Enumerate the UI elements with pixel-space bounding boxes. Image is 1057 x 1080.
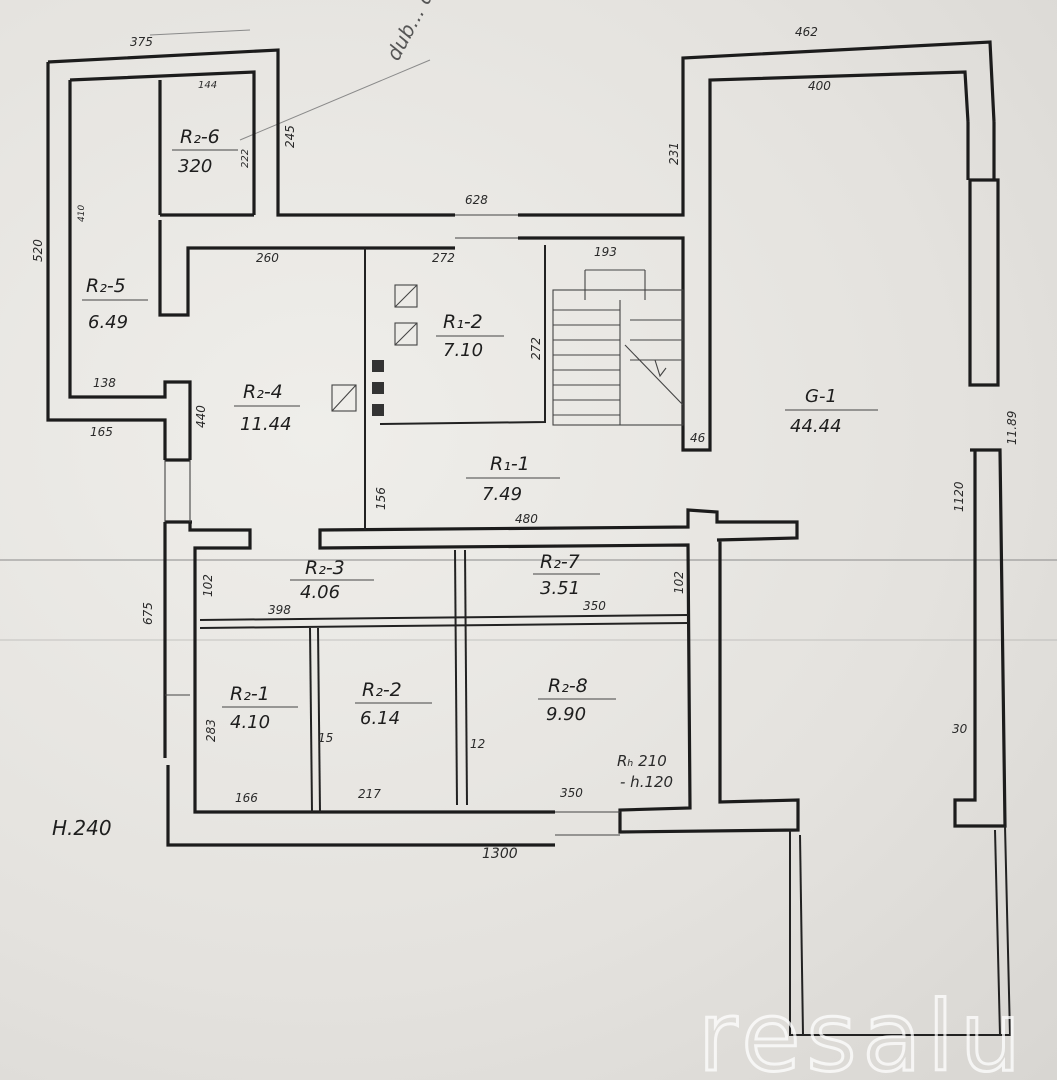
- room-code: R₂-2: [362, 679, 402, 701]
- watermark-logo: resalu: [698, 981, 1027, 1080]
- room-label-r2-5: R₂-5 6.49: [82, 275, 148, 333]
- room-code: R₁-1: [490, 453, 530, 475]
- room-label-r2-3: R₂-3 4.06: [290, 557, 374, 603]
- room-area: 6.49: [88, 312, 128, 333]
- staircase: [552, 269, 684, 426]
- room-area: 7.10: [443, 340, 483, 361]
- dim-12: 12: [470, 737, 485, 751]
- rh-label: Rₕ 210: [617, 752, 667, 770]
- dim-1300: 1300: [482, 846, 518, 862]
- dim-520: 520: [31, 239, 45, 262]
- dim-156: 156: [374, 487, 388, 510]
- room-code: R₂-8: [548, 675, 588, 697]
- dim-144: 144: [198, 80, 217, 91]
- pencil-guides: [0, 29, 1057, 641]
- walls: [46, 40, 1012, 1036]
- room-code: R₁-2: [443, 311, 483, 333]
- dim-138: 138: [93, 376, 116, 390]
- room-code: R₂-7: [540, 551, 580, 573]
- room-area: 6.14: [360, 708, 400, 729]
- room-code: R₂-4: [243, 381, 283, 403]
- dim-462: 462: [795, 25, 818, 39]
- room-label-r2-4: R₂-4 11.44: [234, 381, 300, 435]
- dim-46: 46: [690, 431, 706, 445]
- dim-283: 283: [204, 719, 218, 742]
- dim-231: 231: [667, 142, 681, 165]
- room-area: 11.44: [240, 414, 292, 435]
- dim-350-top: 350: [583, 599, 606, 613]
- room-labels: R₂-6 320 R₂-5 6.49 R₁-2 7.10 R₂-4 11.44 …: [82, 126, 878, 791]
- room-code: R₂-5: [86, 275, 126, 297]
- room-label-r2-7: R₂-7 3.51: [533, 551, 600, 599]
- room-area: 4.10: [230, 712, 270, 733]
- room-code: G-1: [805, 386, 837, 407]
- dim-628: 628: [465, 193, 488, 207]
- dim-166: 166: [235, 791, 258, 805]
- room-area: 44.44: [790, 416, 842, 437]
- dim-30: 30: [952, 722, 968, 736]
- dim-222: 222: [240, 149, 251, 168]
- dim-1120: 1120: [952, 481, 966, 512]
- room-label-r2-8: R₂-8 9.90: [538, 675, 616, 725]
- room-label-r2-2: R₂-2 6.14: [355, 679, 432, 729]
- room-label-r1-2: R₁-2 7.10: [436, 311, 504, 361]
- dim-675: 675: [141, 602, 155, 625]
- room-label-g-1: G-1 44.44: [785, 386, 878, 437]
- room-area: 3.51: [540, 578, 580, 599]
- floor-height-label: H.240: [52, 816, 112, 840]
- dim-400: 400: [808, 79, 831, 93]
- dim-398: 398: [268, 603, 291, 617]
- dim-260: 260: [256, 251, 279, 265]
- dim-15: 15: [318, 731, 333, 745]
- room-area: 9.90: [546, 704, 586, 725]
- dim-375: 375: [130, 35, 153, 49]
- dim-102-left: 102: [201, 574, 215, 597]
- dim-245: 245: [283, 125, 297, 148]
- dim-11-89: 11.89: [1005, 411, 1019, 445]
- dim-217: 217: [358, 787, 381, 801]
- room-area: 7.49: [482, 484, 522, 505]
- room-label-r2-1: R₂-1 4.10: [222, 683, 298, 733]
- dim-193: 193: [594, 245, 617, 259]
- room-label-r2-6: R₂-6 320: [172, 126, 238, 177]
- handwritten-note: dub... divi...: [381, 0, 458, 64]
- room-area: 320: [178, 156, 212, 177]
- dim-272-side: 272: [529, 337, 543, 360]
- appliance-symbols: [331, 284, 418, 416]
- h120-label: - h.120: [620, 773, 673, 791]
- dim-165: 165: [90, 425, 113, 439]
- dim-272-top: 272: [432, 251, 455, 265]
- dim-440: 440: [194, 405, 208, 428]
- room-label-r1-1: R₁-1 7.49: [466, 453, 560, 505]
- dimension-labels: 375 462 400 144 245 231 222 628 520 410 …: [31, 25, 1019, 862]
- room-code: R₂-3: [305, 557, 345, 579]
- room-code: R₂-6: [180, 126, 220, 148]
- room-code: R₂-1: [230, 683, 270, 705]
- dim-102-right: 102: [672, 571, 686, 594]
- dim-480: 480: [515, 512, 538, 526]
- dim-350-bottom: 350: [560, 786, 583, 800]
- dim-410: 410: [77, 205, 87, 222]
- room-area: 4.06: [300, 582, 340, 603]
